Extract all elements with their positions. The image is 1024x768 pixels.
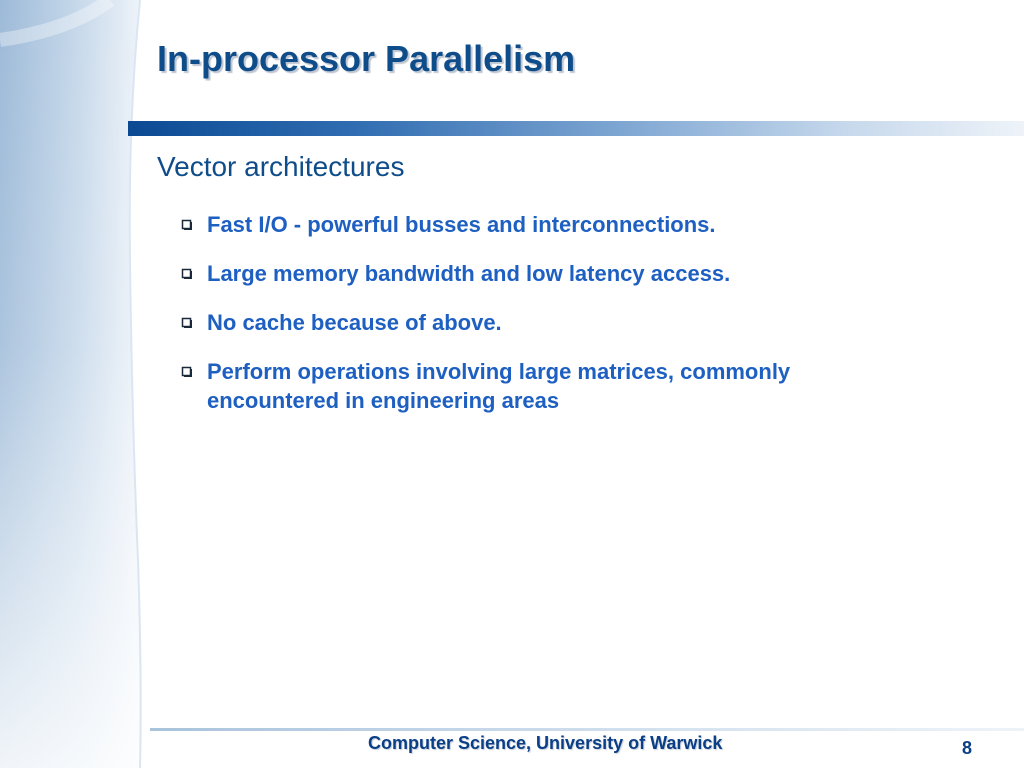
hollow-square-bullet-icon (181, 210, 207, 239)
hollow-square-bullet-icon (181, 308, 207, 337)
bullet-item: Fast I/O - powerful busses and interconn… (181, 210, 921, 239)
hollow-square-bullet-icon (181, 357, 207, 386)
hollow-square-bullet-icon (181, 259, 207, 288)
left-decorative-panel (0, 0, 142, 768)
bullet-text: Perform operations involving large matri… (207, 359, 791, 413)
bullet-item: No cache because of above. (181, 308, 921, 337)
bullet-item: Large memory bandwidth and low latency a… (181, 259, 921, 288)
footer-divider (150, 728, 1024, 731)
bullet-item: Perform operations involving large matri… (181, 357, 921, 415)
bullet-text: Large memory bandwidth and low latency a… (207, 261, 731, 286)
bullet-list: Fast I/O - powerful busses and interconn… (181, 210, 921, 435)
footer-text: Computer Science, University of Warwick (368, 733, 723, 753)
slide-subtitle: Vector architectures (157, 151, 405, 182)
page-number: 8 (962, 738, 973, 758)
bullet-text: No cache because of above. (207, 310, 502, 335)
slide-title: In-processor Parallelism (157, 38, 576, 79)
bullet-text: Fast I/O - powerful busses and interconn… (207, 212, 716, 237)
title-underline-bar (128, 121, 1024, 136)
